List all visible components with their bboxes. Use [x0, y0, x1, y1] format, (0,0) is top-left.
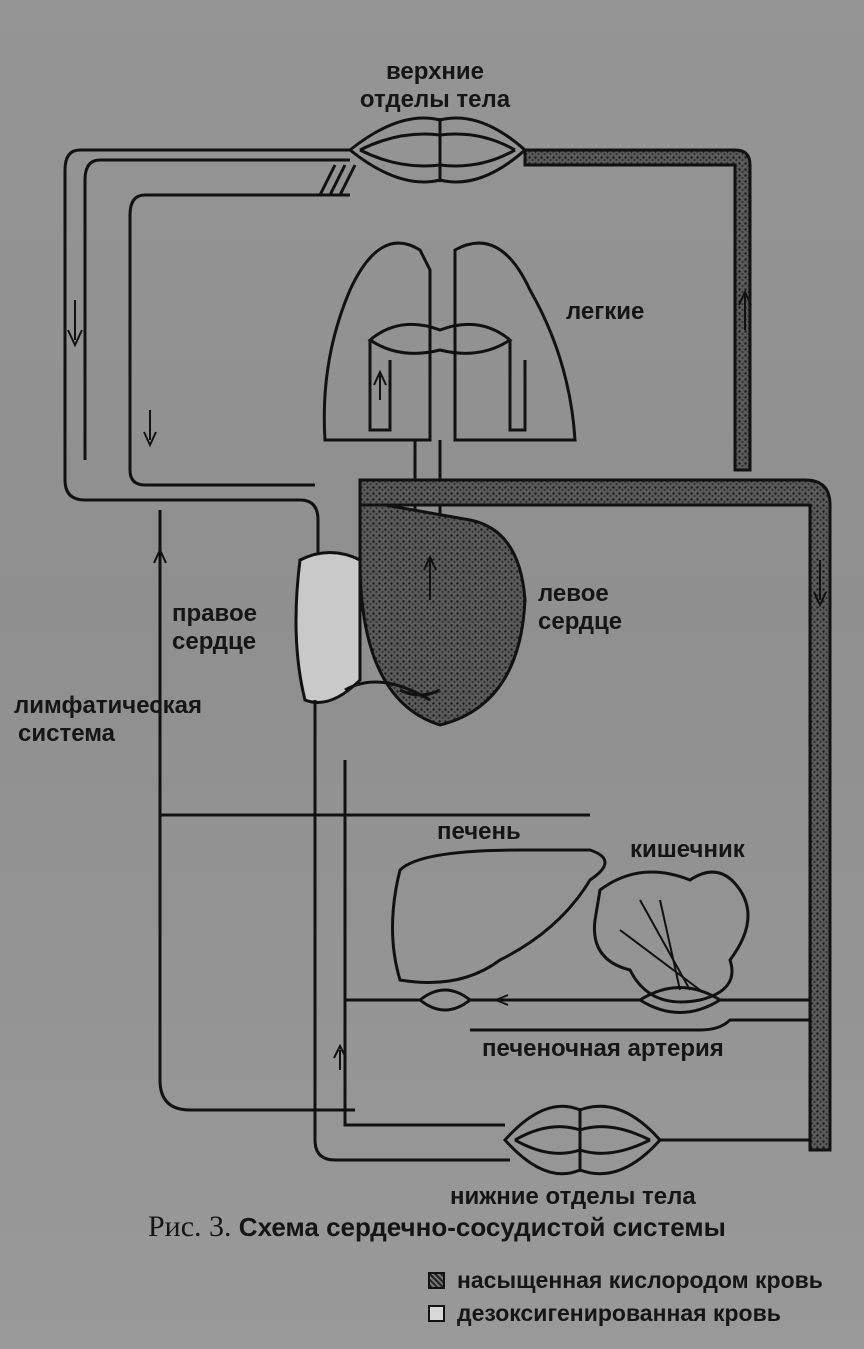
legend-deoxygenated: дезоксигенированная кровь — [428, 1298, 781, 1328]
legend-deoxygenated-label: дезоксигенированная кровь — [457, 1300, 781, 1327]
deoxygenated-swatch-icon — [428, 1305, 445, 1322]
right-heart-label: правое сердце — [172, 600, 257, 655]
venous-return-upper — [65, 150, 355, 560]
liver-shape — [393, 850, 606, 983]
intestine-label: кишечник — [630, 836, 745, 864]
abdominal-capillaries — [345, 988, 810, 1031]
caption-prefix: Рис. 3. — [148, 1210, 232, 1243]
figure-caption: Рис. 3. Схема сердечно-сосудистой систем… — [148, 1210, 768, 1244]
legend-oxygenated-label: насыщенная кислородом кровь — [457, 1267, 823, 1294]
lungs-label: легкие — [566, 298, 644, 326]
legend-oxygenated: насыщенная кислородом кровь — [428, 1265, 823, 1295]
lymphatic-system-label: лимфатическая система — [14, 692, 202, 747]
left-heart-label: левое сердце — [538, 580, 622, 635]
heart-shape — [296, 505, 525, 725]
inferior-vena-cava — [315, 700, 510, 1160]
upper-body-capillaries — [350, 118, 525, 182]
oxygenated-swatch-icon — [428, 1272, 445, 1289]
hepatic-artery-label: печеночная артерия — [482, 1035, 724, 1063]
upper-body-label: верхние отделы тела — [330, 58, 540, 113]
lower-body-label: нижние отделы тела — [450, 1183, 696, 1211]
caption-text: Схема сердечно-сосудистой системы — [239, 1212, 726, 1242]
intestine-shape — [594, 872, 748, 1002]
lower-body-capillaries — [505, 1106, 810, 1174]
liver-label: печень — [437, 818, 521, 846]
